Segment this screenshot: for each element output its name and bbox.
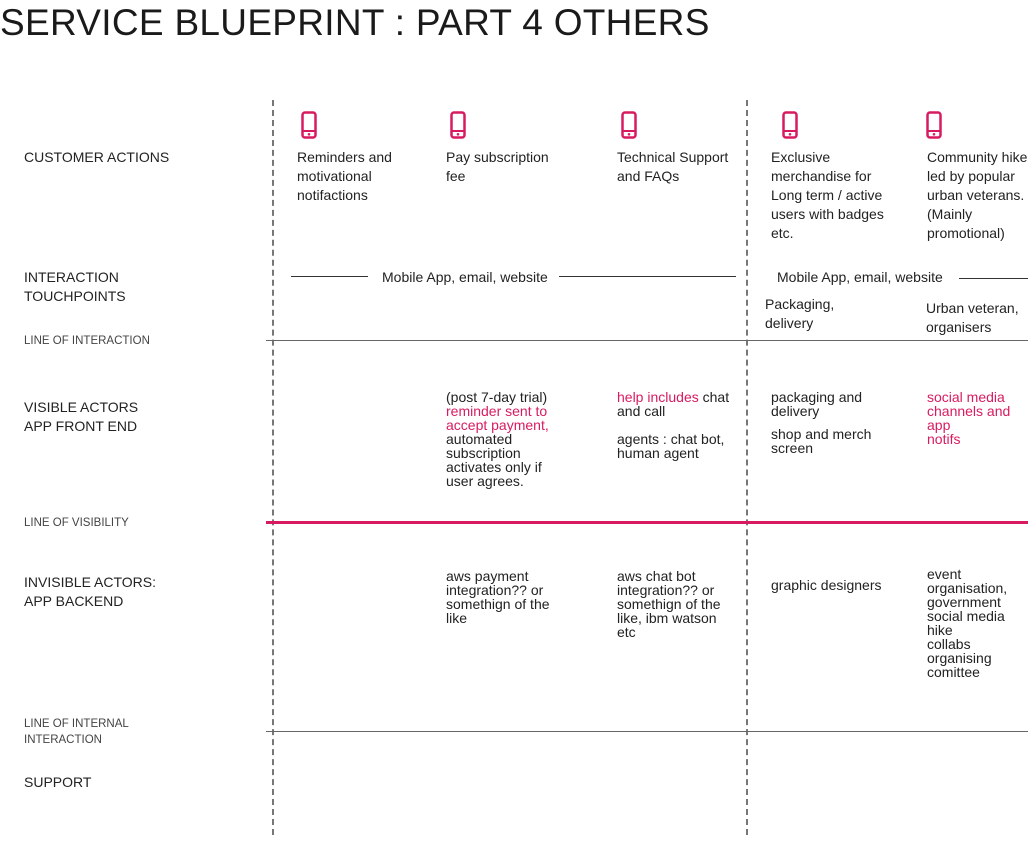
row-label-support: SUPPORT	[24, 774, 92, 790]
middle-dashed-divider	[746, 100, 748, 835]
row-label-invisible-actors: INVISIBLE ACTORS: APP BACKEND	[24, 574, 157, 609]
touchpoint-group2: Mobile App, email, website	[777, 268, 943, 287]
visible-actor-support-help: help includes	[617, 389, 699, 405]
phone-icon	[926, 111, 942, 139]
invisible-actor-aws-payment: aws payment integration?? or somethign o…	[446, 568, 550, 626]
visible-actor-agents: agents : chat bot, human agent	[617, 431, 725, 461]
line-label-visibility: LINE OF VISIBILITY	[24, 517, 129, 529]
touchpoint-packaging: Packaging, delivery	[765, 296, 835, 331]
line-label-internal-interaction: LINE OF INTERNAL INTERACTION	[24, 718, 129, 746]
visible-actor-packaging: packaging and delivery	[771, 389, 863, 419]
left-dashed-divider	[272, 100, 274, 835]
row-label-visible-actors: VISIBLE ACTORS APP FRONT END	[24, 399, 139, 434]
line-of-interaction	[266, 340, 1028, 341]
invisible-actor-graphic-designers: graphic designers	[771, 577, 882, 593]
touchpoint-connector-line	[559, 276, 736, 277]
page-title: SERVICE BLUEPRINT : PART 4 OTHERS	[0, 2, 710, 43]
customer-action-pay-subscription: Pay subscription fee	[446, 149, 549, 184]
customer-action-technical-support: Technical Support and FAQs	[617, 149, 729, 184]
line-label-interaction: LINE OF INTERACTION	[24, 335, 150, 347]
visible-actor-shop-screen: shop and merch screen	[771, 426, 872, 456]
phone-icon	[301, 111, 317, 139]
row-label-interaction-touchpoints: INTERACTION TOUCHPOINTS	[24, 269, 126, 304]
invisible-actor-organising-committee: organising comittee	[927, 650, 992, 680]
customer-action-reminders: Reminders and motivational notifactions	[297, 149, 392, 203]
customer-action-exclusive-merchandise: Exclusive merchandise for Long term / ac…	[771, 149, 884, 241]
touchpoint-connector-line	[959, 278, 1028, 279]
customer-action-community-hike: Community hike led by popular urban vete…	[927, 149, 1028, 241]
touchpoint-urban-veteran: Urban veteran, organisers	[926, 300, 1019, 335]
visible-actor-support-chat: chat and call	[617, 389, 730, 419]
visible-actor-social-media: social media channels and app notifs	[927, 389, 1011, 447]
phone-icon	[782, 111, 798, 139]
visible-actor-support: help includes chat and call	[617, 390, 742, 418]
touchpoint-group1: Mobile App, email, website	[382, 268, 548, 287]
phone-icon	[621, 111, 637, 139]
line-of-visibility	[266, 521, 1028, 524]
visible-actor-payment-pre: (post 7-day trial)	[446, 389, 548, 405]
touchpoint-connector-line	[291, 276, 368, 277]
line-of-internal-interaction	[266, 731, 1028, 732]
phone-icon	[450, 111, 466, 139]
visible-actor-payment-reminder: reminder sent to accept payment,	[446, 403, 549, 433]
visible-actor-payment-post: automated subscription activates only if…	[446, 431, 542, 489]
row-label-customer-actions: CUSTOMER ACTIONS	[24, 149, 170, 165]
visible-actor-payment: (post 7-day trial) reminder sent to acce…	[446, 390, 596, 488]
invisible-actor-event-organisation: event organisation, government social me…	[927, 566, 1008, 652]
invisible-actor-aws-chatbot: aws chat bot integration?? or somethign …	[617, 568, 721, 640]
